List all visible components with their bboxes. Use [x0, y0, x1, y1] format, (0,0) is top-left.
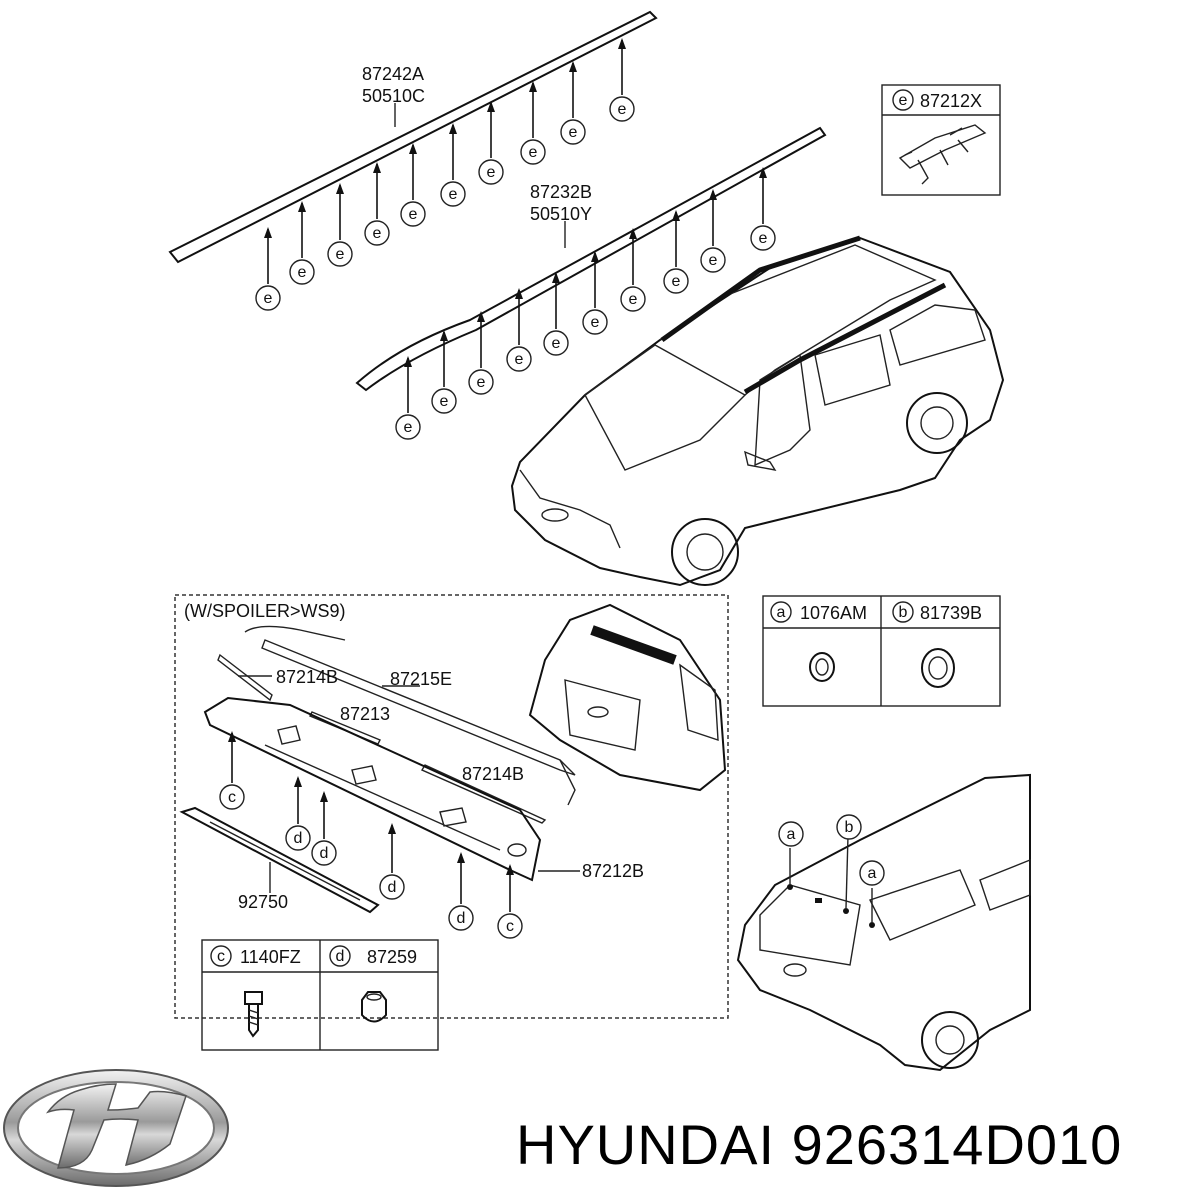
e-clip-marker: e — [289, 201, 315, 285]
brand-part-number: HYUNDAI 926314D010 — [516, 1113, 1122, 1176]
van-rear-inset — [528, 603, 727, 806]
fastener-marker-a: a — [778, 821, 804, 847]
spoiler-part-87215e: 87215E — [390, 669, 452, 689]
e-clip-marker-letter: e — [440, 393, 449, 410]
e-clip-marker: e — [395, 356, 421, 440]
roof-rack-left-part-1: 87242A — [362, 64, 424, 84]
fastener-marker-d-letter: d — [388, 879, 397, 896]
e-clip-marker-letter: e — [672, 273, 681, 290]
roof-rack-right-part-1: 87232B — [530, 182, 592, 202]
e-clip-marker: e — [560, 61, 586, 145]
van-front-illustration — [510, 235, 1005, 587]
e-clip-marker-letter: e — [618, 101, 627, 118]
e-clip-marker-letter: e — [264, 290, 273, 307]
e-clip-marker: e — [255, 227, 281, 311]
e-clip-marker: e — [663, 210, 689, 294]
e-clip-marker: e — [582, 251, 608, 335]
e-clip-marker-letter: e — [404, 419, 413, 436]
fastener-marker-c-letter: c — [228, 789, 236, 806]
e-clip-marker: e — [750, 167, 776, 251]
fastener-marker-b-letter: b — [845, 819, 854, 836]
legend-d-part: 87259 — [367, 947, 417, 967]
e-clip-marker-letter: e — [477, 374, 486, 391]
e-clip-marker: e — [468, 311, 494, 395]
legend-d-letter: d — [336, 948, 345, 965]
e-clip-marker-letter: e — [591, 314, 600, 331]
e-clip-marker-letter: e — [552, 335, 561, 352]
e-clip-marker-letter: e — [759, 230, 768, 247]
legend-c-letter: c — [217, 948, 225, 965]
fastener-marker-a: a — [859, 860, 885, 886]
e-clip-marker: e — [440, 123, 466, 207]
plug-81739b-icon — [921, 648, 955, 688]
e-clip-marker: e — [543, 272, 569, 356]
e-clip-markers: e e e e e e e e e e e e e e e e e e e e — [255, 38, 776, 440]
fastener-marker-c-letter: c — [506, 918, 514, 935]
legend-a-part: 1076AM — [800, 603, 867, 623]
e-clip-marker-letter: e — [569, 124, 578, 141]
e-clip-marker: e — [620, 228, 646, 312]
fastener-marker-d: d — [311, 791, 337, 866]
e-clip-marker: e — [400, 143, 426, 227]
fastener-marker-a-letter: a — [787, 826, 796, 843]
roof-rack-right: 87232B 50510Y — [355, 126, 827, 392]
e-clip-marker-letter: e — [409, 206, 418, 223]
e-clip-marker: e — [327, 183, 353, 267]
hyundai-logo — [3, 1069, 229, 1187]
fastener-marker-d: d — [448, 852, 474, 931]
e-clip-marker-letter: e — [373, 225, 382, 242]
e-clip-marker-letter: e — [529, 144, 538, 161]
e-clip-marker-letter: e — [487, 164, 496, 181]
legend-e-box: e 87212X — [881, 84, 1001, 196]
legend-a-letter: a — [777, 604, 786, 621]
brake-light-part-92750: 92750 — [238, 892, 288, 912]
legend-ab-box: a 1076AM b 81739B — [762, 595, 1001, 707]
spoiler-part-87212b: 87212B — [582, 861, 644, 881]
e-clip-marker: e — [520, 81, 546, 165]
fastener-marker-c: c — [497, 864, 523, 939]
bolt-1140fz-icon — [244, 991, 263, 1038]
roof-rack-left: 87242A 50510C — [168, 10, 658, 264]
spoiler-box-title: (W/SPOILER>WS9) — [184, 601, 346, 621]
e-clip-marker: e — [609, 38, 635, 122]
fastener-marker-a-letter: a — [868, 865, 877, 882]
fastener-marker-d-letter: d — [294, 830, 303, 847]
fastener-marker-d: d — [379, 823, 405, 900]
legend-e-letter: e — [899, 92, 908, 109]
spoiler-part-87214b-top: 87214B — [276, 667, 338, 687]
spoiler-part-87214b-bottom: 87214B — [462, 764, 524, 784]
e-clip-marker-letter: e — [629, 291, 638, 308]
nut-87259-icon — [361, 991, 387, 1023]
legend-c-part: 1140FZ — [240, 947, 301, 967]
grommet-1076am-icon — [809, 652, 835, 682]
e-clip-marker-letter: e — [336, 246, 345, 263]
legend-b-part: 81739B — [920, 603, 982, 623]
legend-e-part: 87212X — [920, 91, 982, 111]
van-rear-illustration — [736, 773, 1031, 1072]
e-clip-marker: e — [431, 330, 457, 414]
legend-b-letter: b — [899, 604, 908, 621]
e-clip-marker-letter: e — [515, 351, 524, 368]
e-clip-marker: e — [506, 288, 532, 372]
fastener-marker-d: d — [285, 776, 311, 851]
roof-rack-left-part-2: 50510C — [362, 86, 425, 106]
e-clip-marker: e — [700, 189, 726, 273]
e-clip-marker-letter: e — [298, 264, 307, 281]
spoiler-part-87213: 87213 — [340, 704, 390, 724]
roof-rack-right-part-2: 50510Y — [530, 204, 592, 224]
fastener-marker-d-letter: d — [320, 845, 329, 862]
e-clip-marker-letter: e — [449, 186, 458, 203]
spoiler-group: (W/SPOILER>WS9) 87214B 87215E 87213 8721… — [174, 594, 729, 1019]
fastener-marker-c: c — [219, 731, 245, 810]
fastener-marker-b: b — [836, 814, 862, 840]
e-clip-marker: e — [478, 101, 504, 185]
e-clip-marker: e — [364, 162, 390, 246]
fastener-marker-d-letter: d — [457, 910, 466, 927]
e-clip-marker-letter: e — [709, 252, 718, 269]
clip-87212x-icon — [898, 124, 987, 185]
legend-cd-box: c 1140FZ d 87259 — [201, 939, 439, 1051]
